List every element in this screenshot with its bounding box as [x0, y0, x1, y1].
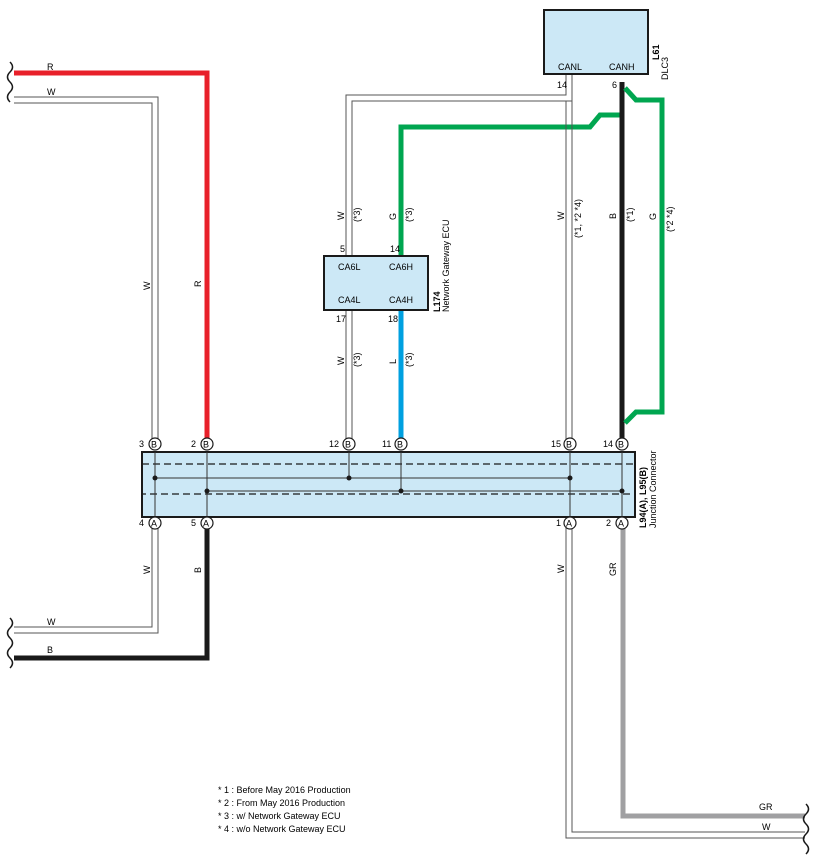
gateway-num-14: 14 — [390, 244, 400, 254]
junction-top-pin: 3 B — [139, 437, 162, 451]
wire-r-top — [14, 70, 210, 440]
junction-top-pin: 2 B — [191, 437, 214, 451]
wire-g-ca6h — [398, 112, 620, 256]
note-4: * 4 : w/o Network Gateway ECU — [218, 824, 346, 834]
label-b-canh: B — [608, 213, 618, 219]
label-ca4l-note: (*3) — [352, 352, 362, 367]
dlc3-pin-canh: CANH — [609, 62, 635, 72]
label-r-vert: R — [193, 280, 203, 287]
label-ca6h-note: (*3) — [404, 207, 414, 222]
note-1: * 1 : Before May 2016 Production — [218, 785, 351, 795]
gateway-code: L174 — [432, 291, 442, 312]
dlc3-pin-num-6: 6 — [612, 80, 617, 90]
junction-internal-links — [154, 452, 623, 517]
label-gr-vert-lower: GR — [608, 562, 618, 576]
svg-text:A: A — [203, 519, 209, 529]
wire-g-canh — [623, 86, 665, 425]
svg-text:2: 2 — [191, 439, 196, 449]
wire-gr-bottom-right — [620, 528, 805, 819]
gateway-num-18: 18 — [388, 314, 398, 324]
label-g-canh: G — [648, 213, 658, 220]
junction-top-pin: 14 B — [603, 437, 629, 451]
wire-w-top — [14, 96, 159, 441]
wire-b-bottom-left — [14, 528, 210, 661]
junction-code: L94(A), L95(B) — [638, 467, 648, 528]
label-w-top: W — [47, 87, 56, 97]
junction-bottom-pin: 2 A — [606, 516, 629, 530]
wire-w-canl — [565, 101, 573, 440]
label-w-bottom-left: W — [47, 617, 56, 627]
label-w-vert-left: W — [142, 281, 152, 290]
gateway-pin-ca6h: CA6H — [389, 262, 413, 272]
wire-w-ca6l — [345, 75, 573, 256]
dlc3-name: DLC3 — [660, 57, 670, 80]
note-3: * 3 : w/ Network Gateway ECU — [218, 811, 341, 821]
svg-text:11: 11 — [382, 439, 391, 449]
svg-text:A: A — [566, 519, 572, 529]
junction-top-pin: 15 B — [551, 437, 577, 451]
note-2: * 2 : From May 2016 Production — [218, 798, 345, 808]
label-w-ca4l: W — [336, 356, 346, 365]
svg-text:B: B — [397, 440, 403, 450]
dlc3-pin-canl: CANL — [558, 62, 582, 72]
label-g-ca6h: G — [388, 213, 398, 220]
svg-text:4: 4 — [139, 518, 144, 528]
gateway-num-5: 5 — [340, 244, 345, 254]
svg-text:5: 5 — [191, 518, 196, 528]
wire-w-ca4l — [345, 310, 353, 440]
svg-text:B: B — [618, 440, 624, 450]
junction-bottom-pin: 5 A — [191, 516, 214, 530]
gateway-pin-ca4l: CA4L — [338, 295, 361, 305]
dlc3-pin-num-14: 14 — [557, 80, 567, 90]
svg-text:2: 2 — [606, 518, 611, 528]
svg-text:14: 14 — [603, 439, 613, 449]
svg-text:1: 1 — [556, 518, 561, 528]
svg-text:15: 15 — [551, 439, 561, 449]
label-b-bottom-left: B — [47, 645, 53, 655]
break-marks — [6, 61, 810, 855]
label-ca6l-note: (*3) — [352, 207, 362, 222]
dlc3-code: L61 — [651, 44, 661, 60]
dlc3-box — [543, 9, 649, 75]
junction-inner-dashed — [141, 463, 636, 495]
junction-top-pin: 12 B — [329, 437, 356, 451]
gateway-num-17: 17 — [336, 314, 346, 324]
label-canl-note: (*1, *2 *4) — [573, 199, 583, 238]
svg-text:B: B — [203, 440, 209, 450]
label-w-vert-left-lower: W — [142, 565, 152, 574]
label-l-ca4h: L — [388, 359, 398, 364]
junction-splice-dots — [152, 475, 625, 494]
svg-text:3: 3 — [139, 439, 144, 449]
gateway-name: Network Gateway ECU — [441, 219, 451, 312]
svg-text:B: B — [151, 440, 157, 450]
junction-name: Junction Connector — [648, 450, 658, 528]
svg-text:B: B — [345, 440, 351, 450]
svg-text:A: A — [618, 519, 624, 529]
svg-text:12: 12 — [329, 439, 339, 449]
label-w-canl: W — [556, 211, 566, 220]
junction-box — [141, 451, 636, 518]
label-g-canh-note: (*2 *4) — [665, 206, 675, 232]
wire-w-bottom-left — [14, 528, 159, 634]
label-ca4h-note: (*3) — [404, 352, 414, 367]
gateway-box — [323, 255, 429, 311]
wire-w-bottom-right — [565, 528, 805, 839]
gateway-pin-ca6l: CA6L — [338, 262, 361, 272]
gateway-pin-ca4h: CA4H — [389, 295, 413, 305]
label-w-vert-right-lower: W — [556, 564, 566, 573]
label-gr-bottom-right: GR — [759, 802, 773, 812]
junction-bottom-pin: 1 A — [556, 516, 577, 530]
label-b-vert-lower: B — [193, 567, 203, 573]
junction-top-pin: 11 B — [382, 437, 408, 451]
label-w-bottom-right: W — [762, 822, 771, 832]
label-w-ca6l: W — [336, 211, 346, 220]
svg-text:B: B — [566, 440, 572, 450]
svg-text:A: A — [151, 519, 157, 529]
label-canh-note: (*1) — [625, 207, 635, 222]
junction-bottom-pin: 4 A — [139, 516, 162, 530]
label-r-top: R — [47, 62, 54, 72]
